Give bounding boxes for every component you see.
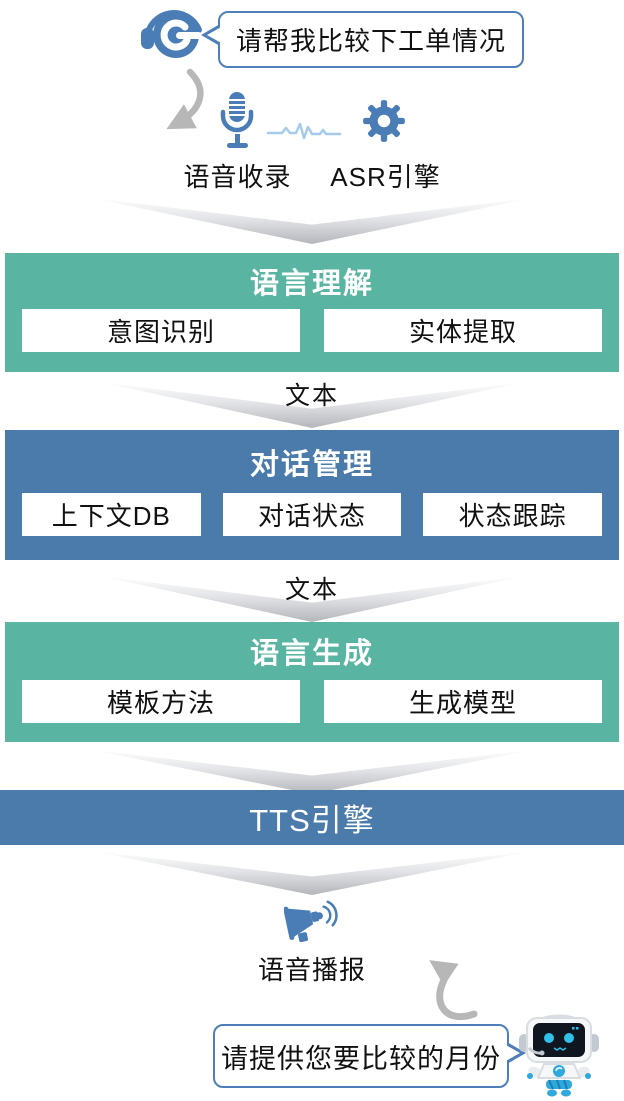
curved-arrow-down-icon — [166, 68, 204, 130]
intent-recognition-item: 意图识别 — [22, 309, 300, 352]
bot-reply-text: 请提供您要比较的月份 — [221, 1043, 501, 1074]
nlu-block-items: 意图识别 实体提取 — [22, 309, 602, 352]
entity-extraction-item: 实体提取 — [324, 309, 602, 352]
audio-waveform-icon — [266, 122, 342, 140]
dialog-management-block: 对话管理 上下文DB 对话状态 状态跟踪 — [5, 430, 619, 560]
bot-reply-bubble: 请提供您要比较的月份 — [213, 1024, 526, 1088]
down-chevron-arrow — [92, 750, 532, 794]
down-chevron-arrow — [92, 198, 532, 244]
microphone-icon — [220, 92, 254, 148]
user-query-bubble: 请帮我比较下工单情况 — [201, 11, 524, 68]
curved-arrow-up-icon — [429, 960, 478, 1021]
dm-block-title: 对话管理 — [249, 448, 374, 481]
user-query-text: 请帮我比较下工单情况 — [235, 26, 506, 56]
connector-text-label: 文本 — [284, 382, 339, 410]
voice-capture-label: 语音收录 — [183, 162, 292, 192]
headset-agent-icon — [141, 10, 202, 58]
dm-block-items: 上下文DB 对话状态 状态跟踪 — [22, 493, 603, 536]
voice-broadcast-label: 语音播报 — [257, 955, 366, 985]
text-connector: 文本 — [0, 570, 624, 622]
generation-model-item: 生成模型 — [324, 680, 602, 723]
template-method-item: 模板方法 — [22, 680, 300, 723]
nlu-block: 语言理解 意图识别 实体提取 — [5, 253, 619, 372]
down-chevron-arrow — [92, 851, 532, 895]
state-tracking-item: 状态跟踪 — [423, 493, 603, 536]
nlg-block-title: 语言生成 — [249, 638, 374, 670]
context-db-item: 上下文DB — [22, 493, 201, 536]
robot-icon — [519, 1014, 599, 1097]
nlg-block: 语言生成 模板方法 生成模型 — [5, 622, 619, 742]
nlu-block-title: 语言理解 — [249, 268, 374, 300]
nlg-block-items: 模板方法 生成模型 — [22, 680, 602, 723]
gear-icon — [363, 100, 405, 142]
tts-engine-bar: TTS引擎 — [0, 790, 624, 845]
dialog-state-item: 对话状态 — [222, 493, 402, 536]
asr-engine-label: ASR引擎 — [330, 162, 441, 192]
text-connector: 文本 — [0, 376, 624, 428]
connector-text-label: 文本 — [284, 576, 339, 604]
tts-engine-label: TTS引擎 — [249, 803, 375, 838]
megaphone-icon — [284, 900, 338, 942]
